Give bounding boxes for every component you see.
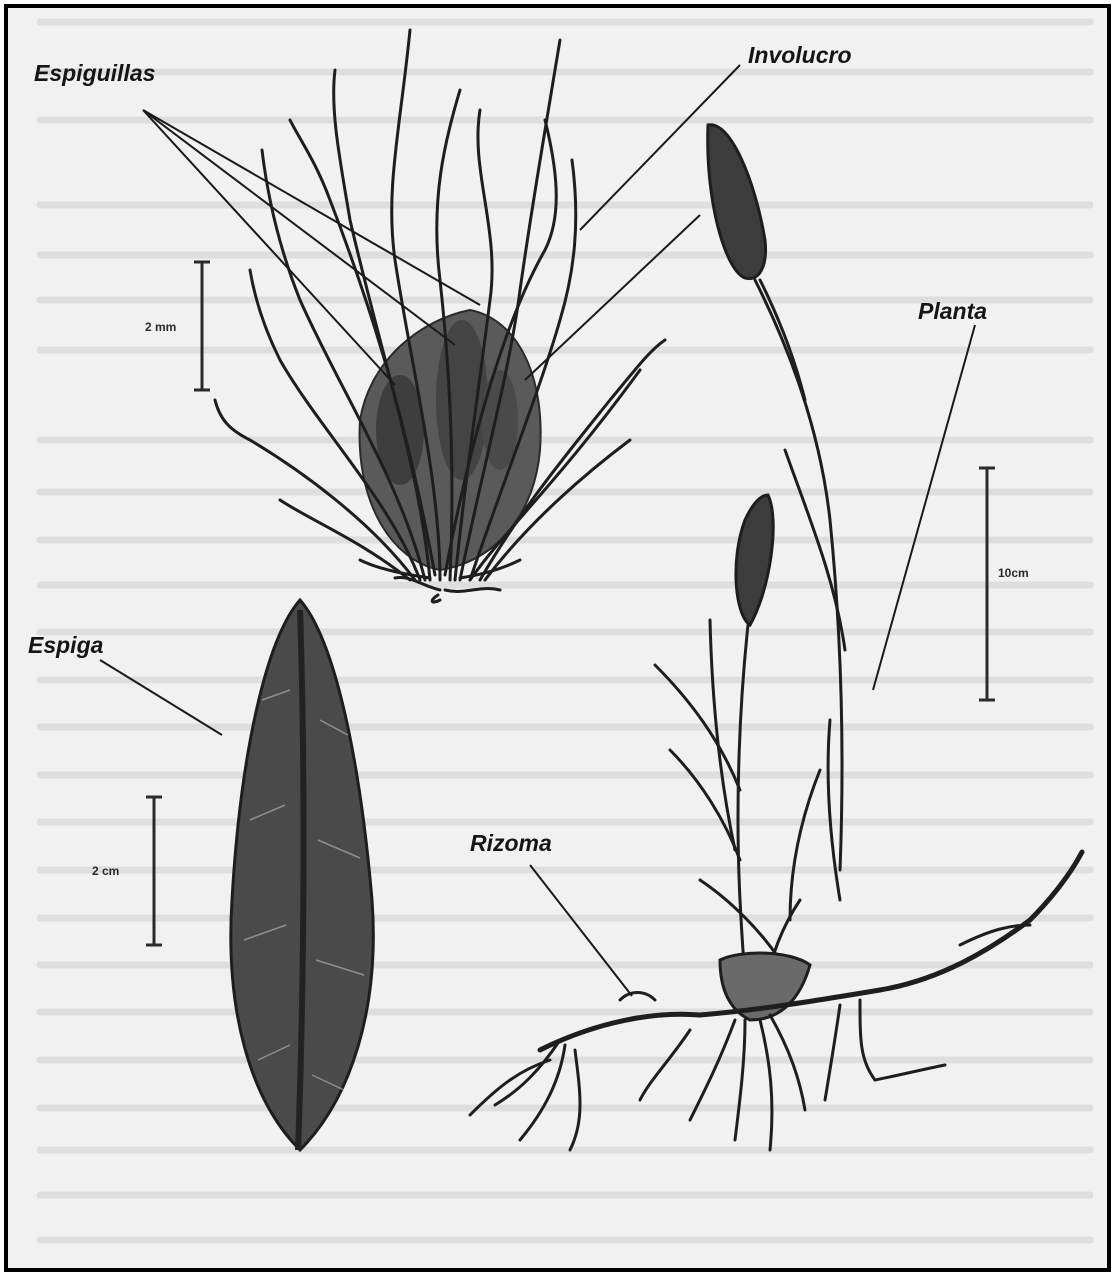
planta-rhizome: [540, 852, 1082, 1050]
label-espiguillas: Espiguillas: [34, 60, 155, 87]
leader-rizoma: [530, 865, 632, 996]
involucro-drawing: [215, 30, 665, 602]
scale-label-plant: 10cm: [998, 566, 1029, 580]
scale-bar-involucro: [194, 262, 210, 390]
background-text-lines: [40, 22, 1090, 1240]
label-involucro: Involucro: [748, 42, 852, 69]
label-rizoma: Rizoma: [470, 830, 552, 857]
scale-label-spike: 2 cm: [92, 864, 119, 878]
planta-drawing: [470, 125, 1082, 1150]
involucro-spikelet-b: [436, 320, 488, 480]
leader-espiguillas-2: [143, 110, 455, 345]
scale-label-involucro: 2 mm: [145, 320, 176, 334]
label-planta: Planta: [918, 298, 987, 325]
planta-short-inflorescence: [736, 495, 773, 625]
label-espiga: Espiga: [28, 632, 103, 659]
